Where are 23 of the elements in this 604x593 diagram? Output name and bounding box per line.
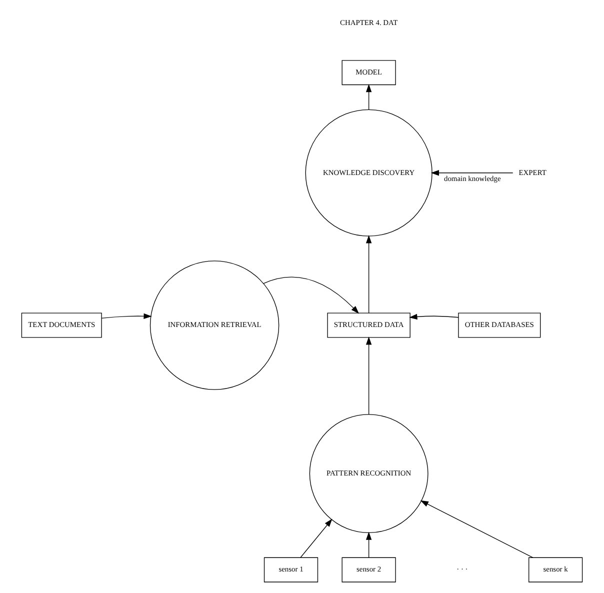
arrow [263, 276, 360, 314]
node-text: EXPERT [518, 168, 546, 177]
node-circle: KNOWLEDGE DISCOVERY [305, 109, 432, 236]
label: CHAPTER 4. DAT [340, 18, 398, 28]
node-box: TEXT DOCUMENTS [21, 312, 102, 338]
node-box: sensor 2 [342, 557, 396, 582]
label: · · · [456, 564, 468, 574]
arrow [366, 84, 372, 110]
arrow [366, 235, 372, 314]
arrow [430, 170, 514, 176]
node-box: MODEL [342, 60, 396, 86]
node-box: STRUCTURED DATA [327, 312, 410, 338]
arrow [409, 314, 459, 320]
arrow [300, 518, 332, 558]
node-circle: INFORMATION RETRIEVAL [150, 260, 280, 390]
arrow [366, 532, 372, 558]
arrow [366, 336, 372, 415]
edge-label: domain knowledge [444, 174, 501, 183]
arrow [101, 313, 152, 320]
node-box: OTHER DATABASES [458, 312, 541, 338]
node-box: sensor 1 [264, 557, 318, 582]
arrow [420, 500, 534, 558]
node-box: sensor k [528, 557, 583, 582]
